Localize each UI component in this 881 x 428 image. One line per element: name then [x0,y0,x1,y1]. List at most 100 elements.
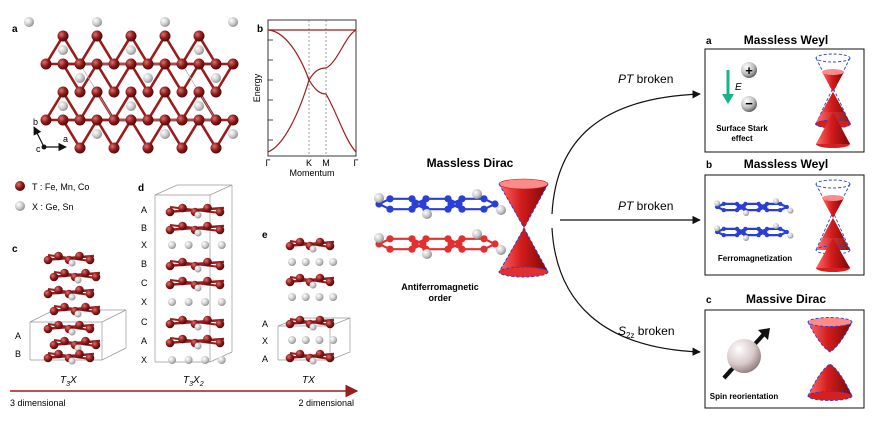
panel-e-tx-structure: e A X A TX [262,230,351,386]
t-atom [125,86,137,98]
box-b-massless-weyl-ferro: b Massless Weyl Ferromagnetization [704,157,865,276]
x-atom [472,189,482,199]
t-atom [91,86,103,98]
honeycomb-atom [480,195,488,203]
honeycomb-atom [444,245,452,253]
branch-arrows: PT broken PT broken S2z broken [551,72,701,356]
t-atom [210,58,222,70]
x-atom [160,17,170,27]
lower-dispersive-band [267,78,357,153]
t-atom [49,272,59,282]
t-atom [60,336,69,346]
x-atom [160,129,170,139]
layer-label: A [262,319,268,329]
branch-c-label: S2z broken [618,324,675,340]
branch-a-label: PT broken [618,72,673,86]
t-atom [165,338,175,348]
honeycomb-atom [408,235,416,243]
tick-gamma-1: Γ [266,158,271,168]
panel-c-letter: c [12,244,18,255]
t-atom [54,285,63,295]
panel-d-formula: T3X2 [183,375,204,388]
t-atom [91,272,101,282]
x-atom [75,73,85,83]
t-atom [325,353,335,363]
layer-label: X [262,336,268,346]
x-atom [58,101,68,111]
t-atom [74,114,86,126]
t-atom [108,142,120,154]
t-atom [193,58,205,70]
c-axis-dot [41,144,47,150]
x-atom [309,357,317,365]
honeycomb-atom [734,232,740,238]
x-atom [374,233,384,243]
t-atom [57,58,69,70]
x-atom [194,45,204,55]
honeycomb-atom [756,201,761,207]
honeycomb-atom [386,205,394,213]
t-atom [91,114,103,126]
t-atom [85,289,95,299]
band-xticks: Γ K M Γ [266,158,359,168]
x-atom [773,223,779,229]
honeycomb-atom [422,235,430,243]
honeycomb-atom [784,229,789,235]
layer-label: A [141,336,147,346]
honeycomb-atom [764,207,770,213]
x-atom [315,258,324,266]
honeycomb-atom [778,207,783,213]
x-atom [787,207,794,214]
x-atom [743,210,749,216]
x-atom [217,298,226,306]
honeycomb-atom [734,201,740,207]
honeycomb-atom [734,226,740,232]
x-atom [422,249,432,259]
layer-label: A [141,205,147,215]
axis-c-label: c [36,144,41,154]
dimensionality-arrow: 3 dimensional 2 dimensional [10,384,359,408]
t-atom [57,86,69,98]
spin-sphere [722,328,770,380]
honeycomb-atom [447,200,455,208]
panel-b-band-structure: b Energy Γ K M Γ Momentum [252,19,359,178]
center-massless-dirac: Massless Dirac Antiferromagnetic order [374,156,549,303]
honeycomb-atom [721,207,726,213]
box-b-caption: Ferromagnetization [718,254,792,263]
t-atom [210,114,222,126]
t-atom [178,334,187,344]
atom-legend: T : Fe, Mn, Co X : Ge, Sn [15,181,89,212]
layer-label: B [141,259,147,269]
t-atom [81,302,90,312]
panel-e-letter: e [262,230,268,241]
box-b-title: Massless Weyl [744,157,829,171]
box-a-letter: a [706,36,712,47]
legend-t-label: T : Fe, Mn, Co [32,182,89,192]
x-atom [194,229,202,237]
box-a-caption-line2: effect [731,134,753,143]
t-atom [60,268,69,278]
t-atom [285,241,295,251]
honeycomb-atom [408,205,416,213]
t-atom [125,114,137,126]
t-atom [91,306,101,316]
t-atom [178,221,187,231]
x-atom [194,101,204,111]
honeycomb-atom [458,195,466,203]
honeycomb-atom [458,205,466,213]
x-atom [217,241,226,249]
t-atom [142,86,154,98]
t-atom [57,30,69,42]
layer-label: B [15,349,21,359]
x-atom [288,293,296,301]
t-atom [75,285,84,295]
x-atom [315,293,324,301]
x-atom [74,310,82,318]
honeycomb-atom [444,205,452,213]
t-atom [215,207,225,217]
x-atom [184,356,193,364]
t-atom [193,30,205,42]
panel-a-kagome-lattice: a a b c [12,17,239,154]
honeycomb-atom [743,226,748,232]
plus-charge [741,62,757,78]
